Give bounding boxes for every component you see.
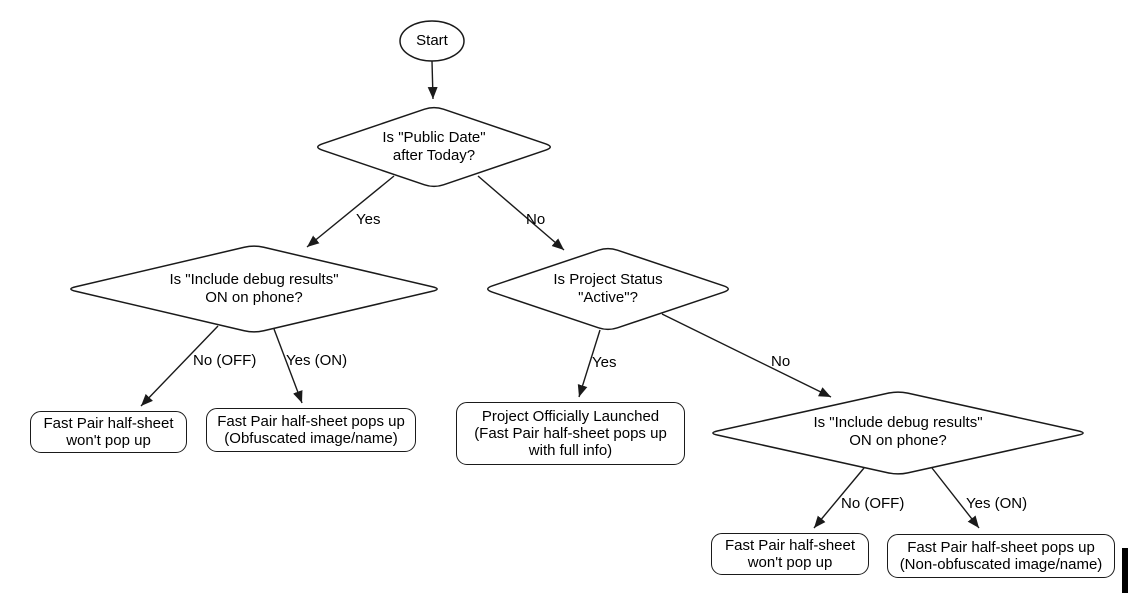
edge-project-status-no [661,313,832,398]
edge-label-public-date-no: No [526,211,546,228]
edge-debug-right-yes [931,467,980,529]
outcome-launched-box: Project Officially Launched (Fast Pair h… [456,402,685,465]
edge-public-date-yes [306,175,395,248]
decision-public-date-shape [316,106,552,188]
start-node-label: Start [416,32,448,49]
edge-public-date-no [477,175,565,251]
edge-debug-left-no [140,325,219,407]
outcome-obfuscated-box: Fast Pair half-sheet pops up (Obfuscated… [206,408,416,452]
edge-label-debug-left-no: No (OFF) [193,352,257,369]
edge-label-public-date-yes: Yes [356,211,381,228]
edge-label-project-status-no: No [771,353,791,370]
edge-debug-left-yes [273,328,303,404]
edge-project-status-yes [577,329,601,398]
edge-debug-right-no [813,467,865,529]
edge-start-to-public-date [427,60,438,100]
edge-label-debug-right-yes: Yes (ON) [966,495,1028,512]
edge-label-debug-right-no: No (OFF) [841,495,905,512]
outcome-no-popup-right-box: Fast Pair half-sheet won't pop up [711,533,869,575]
decision-debug-left-shape [70,245,438,333]
outcome-non-obfuscated-box: Fast Pair half-sheet pops up (Non-obfusc… [887,534,1115,578]
decision-debug-right-label: Is "Include debug results" ON on phone? [813,414,983,449]
decision-project-status-shape [486,247,730,331]
decision-public-date-label: Is "Public Date" after Today? [382,129,486,164]
edge-label-debug-left-yes: Yes (ON) [286,352,348,369]
outcome-no-popup-left-box: Fast Pair half-sheet won't pop up [30,411,187,453]
decision-debug-right-shape [712,391,1084,475]
edge-label-project-status-yes: Yes [592,354,617,371]
decision-project-status-label: Is Project Status "Active"? [553,271,663,306]
decision-debug-left-label: Is "Include debug results" ON on phone? [169,271,339,306]
text-cursor [1122,548,1128,593]
